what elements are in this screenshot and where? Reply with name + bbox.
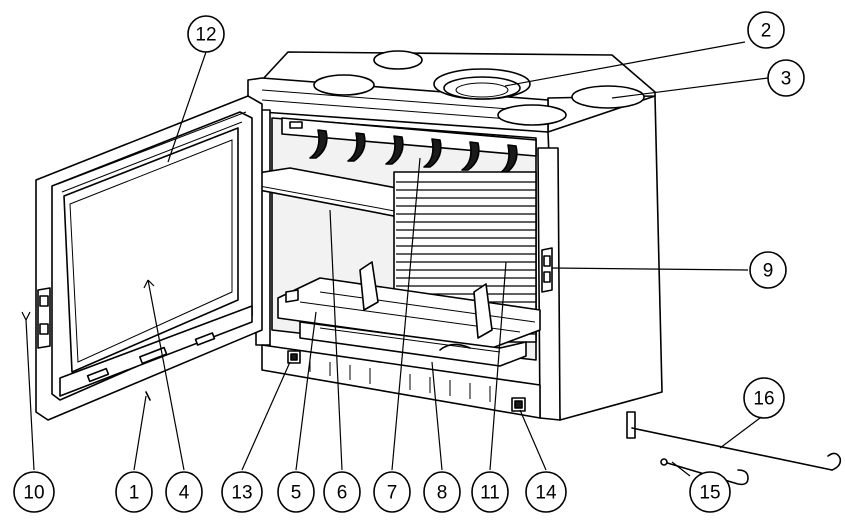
callout-5: 5 <box>277 471 315 513</box>
callout-13: 13 <box>221 471 263 513</box>
svg-text:11: 11 <box>480 483 500 504</box>
svg-text:14: 14 <box>535 483 557 504</box>
svg-text:13: 13 <box>231 483 252 504</box>
svg-text:15: 15 <box>699 483 720 504</box>
callout-7: 7 <box>373 471 411 513</box>
svg-text:4: 4 <box>179 483 190 504</box>
svg-text:8: 8 <box>437 483 448 504</box>
callout-8: 8 <box>423 471 461 513</box>
leader-lines <box>21 41 769 477</box>
log-grate <box>277 261 541 349</box>
callout-9: 9 <box>749 251 787 289</box>
callout-6: 6 <box>323 471 361 513</box>
svg-text:2: 2 <box>761 21 772 42</box>
svg-text:10: 10 <box>23 483 44 504</box>
svg-text:5: 5 <box>291 483 302 504</box>
svg-text:3: 3 <box>781 69 792 90</box>
callout-10: 10 <box>13 471 55 513</box>
callout-1: 1 <box>115 471 153 513</box>
svg-text:1: 1 <box>129 483 140 504</box>
callout-12: 12 <box>187 15 225 53</box>
callout-11: 11 <box>471 471 509 513</box>
controls <box>287 247 553 412</box>
top-openings <box>313 50 645 126</box>
tools <box>626 411 842 486</box>
callout-16: 16 <box>743 377 785 419</box>
callout-15: 15 <box>689 471 731 513</box>
svg-text:9: 9 <box>763 261 774 282</box>
heat-exchanger-fins <box>281 117 537 174</box>
svg-text:12: 12 <box>195 25 216 46</box>
svg-text:7: 7 <box>387 483 398 504</box>
callout-3: 3 <box>767 59 805 97</box>
door-assembly <box>35 95 263 421</box>
svg-text:6: 6 <box>337 483 348 504</box>
callout-14: 14 <box>525 471 567 513</box>
callout-2: 2 <box>747 11 785 49</box>
callout-4: 4 <box>165 471 203 513</box>
svg-text:16: 16 <box>753 389 774 410</box>
ash-pan <box>299 321 527 367</box>
